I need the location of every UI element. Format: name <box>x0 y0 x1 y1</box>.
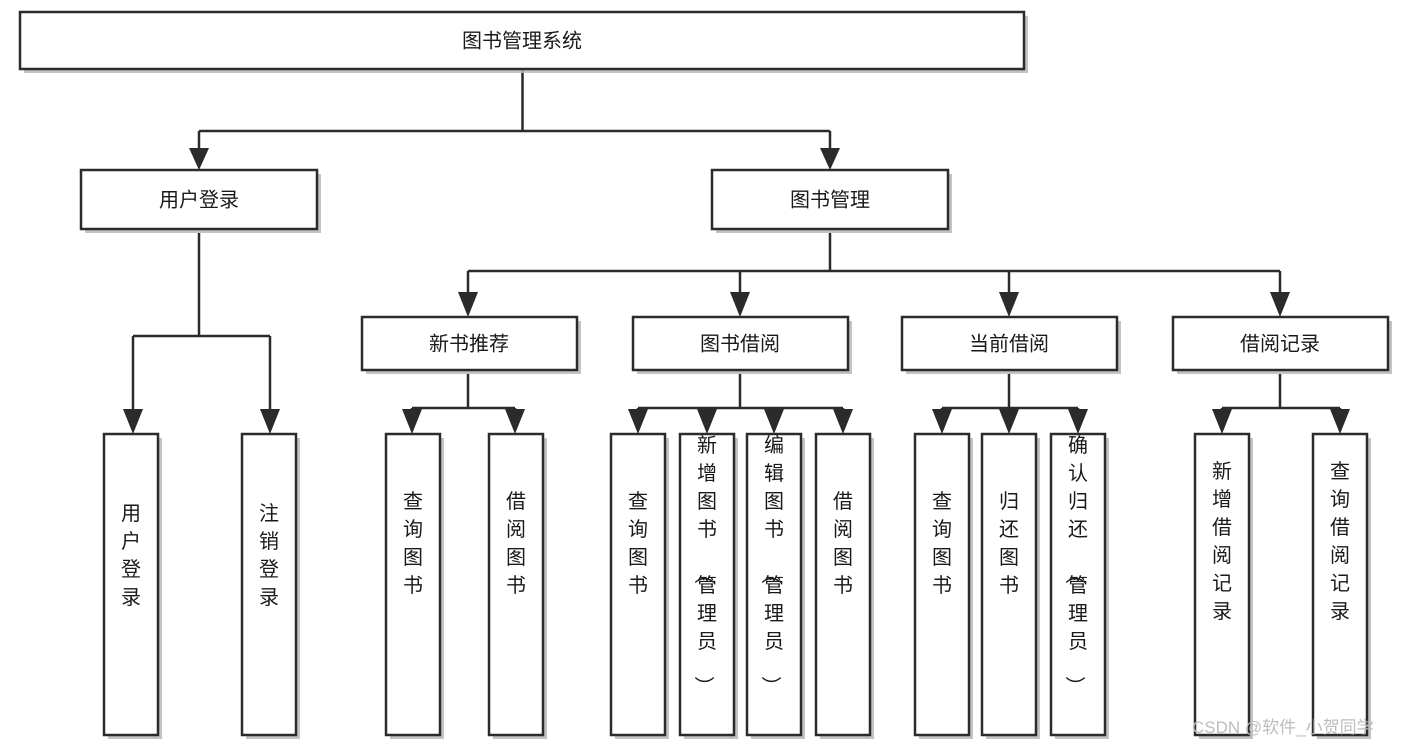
leaf-logout[interactable]: 注销登录 <box>240 432 300 739</box>
leaf-query-book-3-label: 查询图书 <box>932 490 952 597</box>
leaf-borrow-book-1[interactable]: 借阅图书 <box>487 432 547 739</box>
leaf-return-book-box[interactable] <box>980 432 1038 737</box>
arrowhead-leaf-add-record <box>1212 409 1232 434</box>
leaf-logout-label: 注销登录 <box>259 502 279 609</box>
leaf-query-book-1-label: 查询图书 <box>403 490 423 597</box>
node-new-book-rec-label: 新书推荐 <box>429 332 509 355</box>
connector-layer <box>123 69 1350 434</box>
arrowhead-leaf-logout <box>260 409 280 434</box>
leaf-return-book[interactable]: 归还图书 <box>980 432 1040 739</box>
leaf-return-book-label: 归还图书 <box>999 490 1019 597</box>
arrowhead-leaf-query-book-1 <box>402 409 422 434</box>
leaf-query-book-2-box[interactable] <box>609 432 667 737</box>
csdn-watermark: CSDN @软件_小贺同学 <box>1192 718 1374 737</box>
node-current-borrow[interactable]: 当前借阅 <box>900 315 1121 374</box>
leaf-edit-book[interactable]: 编辑图书（管理员） <box>745 432 805 739</box>
leaf-query-book-3-box[interactable] <box>913 432 971 737</box>
arrowhead-leaf-query-book-3 <box>932 409 952 434</box>
leaf-borrow-book-1-label: 借阅图书 <box>506 490 526 597</box>
node-user-login-label: 用户登录 <box>159 188 239 211</box>
node-new-book-rec-box[interactable] <box>360 315 579 372</box>
leaf-query-record-label: 查询借阅记录 <box>1330 460 1350 623</box>
leaf-add-book-label: 新增图书（管理员） <box>692 434 717 696</box>
leaf-borrow-book-2-box[interactable] <box>814 432 872 737</box>
leaf-user-login-box[interactable] <box>102 432 160 737</box>
node-borrow-record-label: 借阅记录 <box>1240 332 1320 355</box>
arrowhead-leaf-return-book <box>999 409 1019 434</box>
leaf-edit-book-box[interactable] <box>745 432 803 737</box>
arrowhead-leaf-edit-book <box>764 409 784 434</box>
arrowhead-book-manage <box>820 148 840 170</box>
node-book-manage-label: 图书管理 <box>790 188 870 211</box>
arrowhead-leaf-query-book-2 <box>628 409 648 434</box>
leaf-add-book-box[interactable] <box>678 432 736 737</box>
node-book-borrow-label: 图书借阅 <box>700 332 780 355</box>
arrowhead-leaf-add-book <box>697 409 717 434</box>
leaf-borrow-book-2-label: 借阅图书 <box>833 490 853 597</box>
node-current-borrow-box[interactable] <box>900 315 1119 372</box>
leaf-add-record[interactable]: 新增借阅记录 <box>1193 432 1253 739</box>
leaf-query-book-2[interactable]: 查询图书 <box>609 432 669 739</box>
arrowhead-leaf-borrow-book-2 <box>833 409 853 434</box>
node-borrow-record[interactable]: 借阅记录 <box>1171 315 1392 374</box>
leaf-query-book-2-label: 查询图书 <box>628 490 648 597</box>
node-root-box[interactable] <box>18 10 1026 71</box>
leaf-confirm-return-label: 确认归还（管理员） <box>1063 434 1088 696</box>
leaf-query-record[interactable]: 查询借阅记录 <box>1311 432 1371 739</box>
node-book-manage[interactable]: 图书管理 <box>710 168 952 233</box>
arrowhead-new-book-rec <box>458 292 478 317</box>
node-book-manage-box[interactable] <box>710 168 950 231</box>
arrowhead-user-login <box>189 148 209 170</box>
arrowhead-current-borrow <box>999 292 1019 317</box>
leaf-query-book-1[interactable]: 查询图书 <box>384 432 444 739</box>
node-root[interactable]: 图书管理系统 <box>18 10 1028 73</box>
leaf-query-book-1-box[interactable] <box>384 432 442 737</box>
leaf-logout-box[interactable] <box>240 432 298 737</box>
node-current-borrow-label: 当前借阅 <box>969 332 1049 355</box>
leaf-query-book-3[interactable]: 查询图书 <box>913 432 973 739</box>
node-user-login-box[interactable] <box>79 168 319 231</box>
leaf-add-record-box[interactable] <box>1193 432 1251 737</box>
leaf-confirm-return-box[interactable] <box>1049 432 1107 737</box>
node-book-borrow[interactable]: 图书借阅 <box>631 315 852 374</box>
arrowhead-leaf-user-login <box>123 409 143 434</box>
leaf-query-record-box[interactable] <box>1311 432 1369 737</box>
node-book-borrow-box[interactable] <box>631 315 850 372</box>
leaf-borrow-book-2[interactable]: 借阅图书 <box>814 432 874 739</box>
arrowhead-book-borrow <box>730 292 750 317</box>
leaf-user-login[interactable]: 用户登录 <box>102 432 162 739</box>
leaf-add-record-label: 新增借阅记录 <box>1212 460 1232 623</box>
leaf-borrow-book-1-box[interactable] <box>487 432 545 737</box>
node-user-login[interactable]: 用户登录 <box>79 168 321 233</box>
leaf-user-login-label: 用户登录 <box>121 503 141 609</box>
leaf-confirm-return[interactable]: 确认归还（管理员） <box>1049 432 1109 739</box>
arrowhead-leaf-query-record <box>1330 409 1350 434</box>
arrowhead-borrow-record <box>1270 292 1290 317</box>
leaf-edit-book-label: 编辑图书（管理员） <box>759 434 784 696</box>
leaf-add-book[interactable]: 新增图书（管理员） <box>678 432 738 739</box>
arrowhead-leaf-borrow-book-1 <box>505 409 525 434</box>
node-new-book-rec[interactable]: 新书推荐 <box>360 315 581 374</box>
node-root-label: 图书管理系统 <box>462 29 582 52</box>
node-borrow-record-box[interactable] <box>1171 315 1390 372</box>
arrowhead-leaf-confirm-return <box>1068 409 1088 434</box>
